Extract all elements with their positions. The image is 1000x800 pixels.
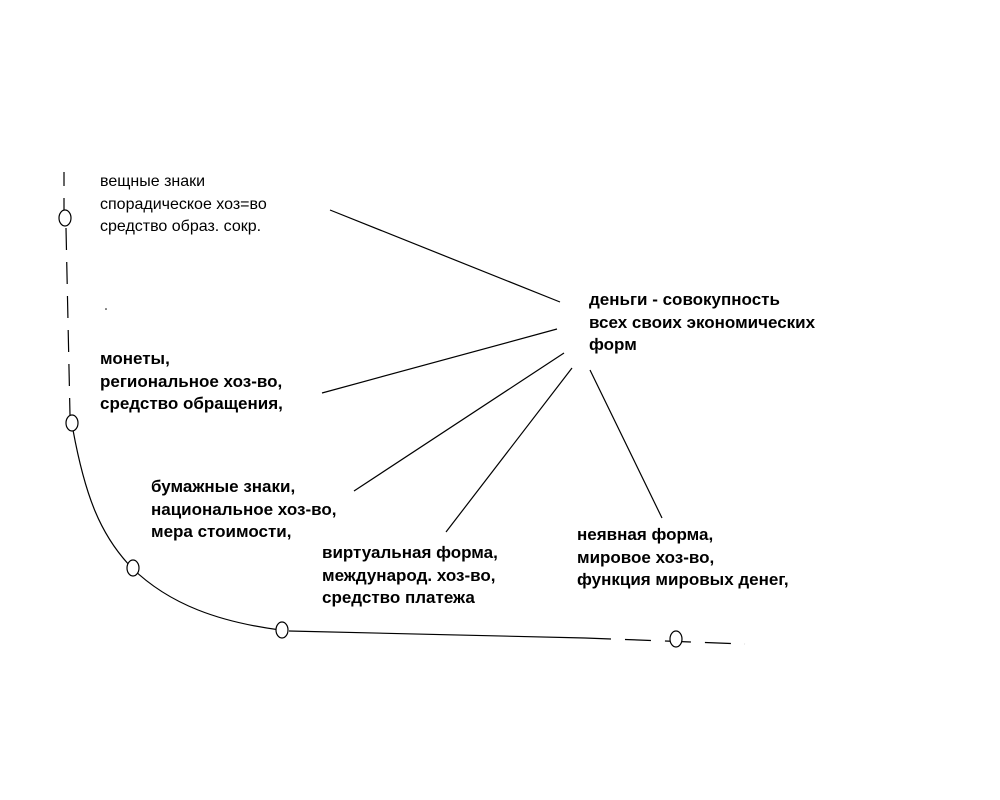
stage-5-line-3: функция мировых денег, — [577, 570, 789, 589]
timeline-bottom-dashed — [584, 637, 746, 645]
center-line-1: деньги - совокупность — [589, 290, 780, 309]
connector-line-stage-1 — [329, 209, 561, 303]
stage-1-label: вещные знаки спорадическое хоз=во средст… — [100, 171, 267, 239]
stage-1-line-3: средство образ. сокр. — [100, 218, 262, 235]
stage-4-line-2: международ. хоз-во, — [322, 565, 496, 585]
stage-2-line-1: монеты, — [100, 349, 170, 368]
timeline-marker-stage-3 — [126, 559, 140, 577]
stage-4-label: виртуальная форма, международ. хоз-во, с… — [322, 542, 498, 610]
timeline-marker-stage-2 — [65, 414, 79, 432]
timeline-marker-stage-4 — [275, 621, 289, 639]
stage-1-line-2: спорадическое хоз=во — [100, 195, 267, 213]
stage-3-line-3: мера стоимости, — [151, 522, 292, 541]
connector-line-stage-3 — [353, 352, 565, 492]
stage-3-line-2: национальное хоз-во, — [151, 499, 337, 519]
center-line-2: всех своих экономических — [589, 312, 816, 332]
stage-2-line-3: средство обращения, — [100, 394, 283, 413]
timeline-marker-stage-1 — [58, 209, 72, 227]
stage-5-line-1: неявная форма, — [577, 525, 714, 544]
stage-2-line-2: региональное хоз-во, — [100, 371, 283, 391]
stray-dot — [105, 308, 107, 310]
stage-5-line-2: мировое хоз-во, — [577, 547, 715, 567]
stage-3-label: бумажные знаки, национальное хоз-во, мер… — [151, 476, 336, 544]
stage-3-line-1: бумажные знаки, — [151, 477, 296, 496]
stage-5-label: неявная форма, мировое хоз-во, функция м… — [577, 524, 789, 592]
connector-line-stage-5 — [589, 369, 663, 519]
stage-4-line-3: средство платежа — [322, 588, 475, 607]
center-line-3: форм — [589, 335, 637, 354]
timeline-dashed-segment — [65, 227, 71, 416]
center-node-label: деньги - совокупность всех своих экономи… — [589, 289, 815, 357]
connector-line-stage-2 — [321, 328, 558, 394]
stage-1-line-1: вещные знаки — [100, 173, 206, 190]
stage-2-label: монеты, региональное хоз-во, средство об… — [100, 348, 283, 416]
connector-line-stage-4 — [445, 367, 573, 533]
timeline-marker-stage-5 — [669, 630, 683, 648]
timeline-bottom-solid — [288, 630, 586, 639]
stage-4-line-1: виртуальная форма, — [322, 543, 498, 562]
